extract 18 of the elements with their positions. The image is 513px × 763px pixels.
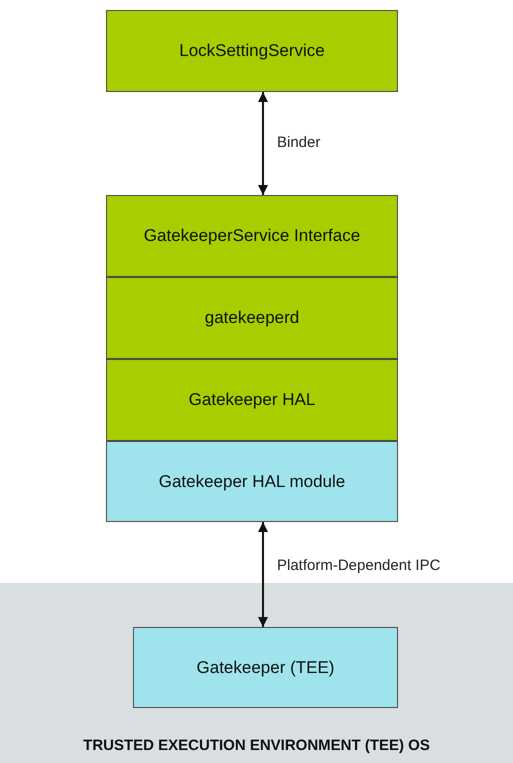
process-box <box>133 627 398 708</box>
edge-label: Binder <box>277 134 320 151</box>
node-label: Gatekeeper HAL module <box>158 472 346 492</box>
edge-label: Platform-Dependent IPC <box>277 557 440 574</box>
node-label: Gatekeeper (TEE) <box>196 658 334 678</box>
environment-band <box>0 583 513 763</box>
double-arrow <box>258 92 268 195</box>
double-arrow <box>258 522 268 627</box>
process-box <box>106 277 398 359</box>
process-box <box>106 441 398 522</box>
node-label: LockSettingService <box>179 41 325 61</box>
process-box <box>106 359 398 441</box>
band-title: TRUSTED EXECUTION ENVIRONMENT (TEE) OS <box>83 737 430 754</box>
node-label: GatekeeperService Interface <box>144 226 360 246</box>
node-label: gatekeeperd <box>204 308 300 328</box>
process-box <box>106 195 398 277</box>
node-label: Gatekeeper HAL <box>188 390 316 410</box>
process-box <box>106 10 398 92</box>
